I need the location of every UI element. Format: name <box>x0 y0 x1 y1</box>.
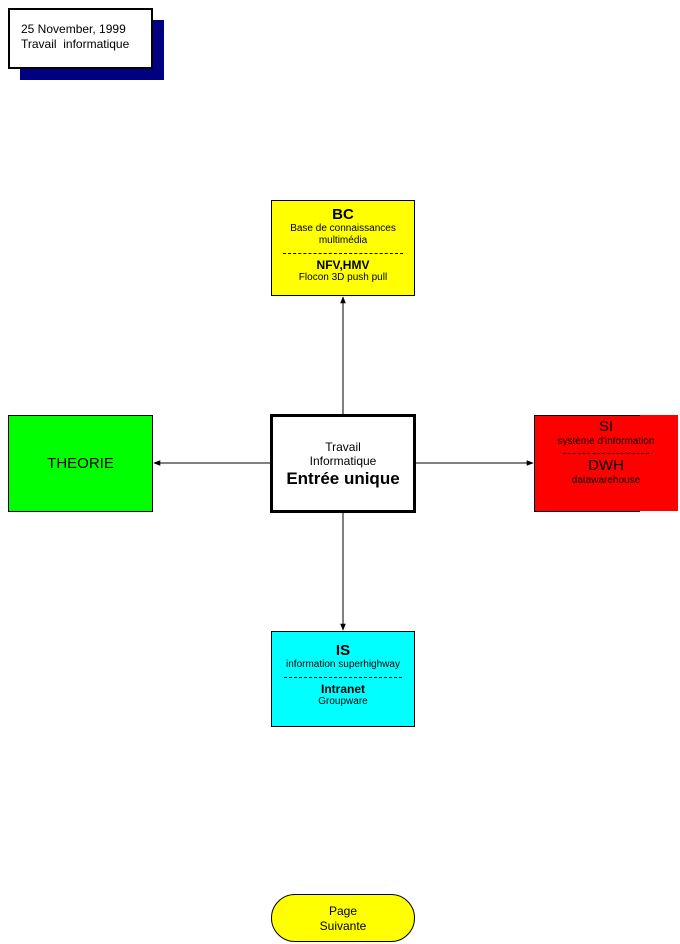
node-is-desc2: Groupware <box>318 696 368 707</box>
node-si-desc: système d'information <box>557 436 655 447</box>
node-center-title: Entrée unique <box>286 468 400 488</box>
node-bc-separator <box>283 253 403 254</box>
node-is-title: IS <box>335 642 351 659</box>
node-center-line1: Travail <box>325 439 361 454</box>
next-page-button[interactable]: Page Suivante <box>271 894 415 942</box>
node-theorie: THEORIE <box>8 415 153 512</box>
node-bc: BC Base de connaissances multimédia NFV,… <box>271 200 415 296</box>
header-date: 25 November, 1999 <box>21 22 126 36</box>
next-page-line2: Suivante <box>319 919 367 933</box>
node-si-title: SI <box>598 418 614 435</box>
node-si-separator <box>563 453 649 454</box>
next-page-line1: Page <box>328 904 358 918</box>
node-bc-desc2: Flocon 3D push pull <box>298 272 388 283</box>
node-bc-desc: Base de connaissances multimédia <box>290 223 396 246</box>
node-bc-title: BC <box>332 206 354 223</box>
node-is-separator <box>284 677 402 678</box>
node-si-box <box>534 415 640 512</box>
node-theorie-title: THEORIE <box>47 455 114 472</box>
node-is-desc: information superhighway <box>286 659 400 670</box>
node-center-line2: Informatique <box>309 453 377 468</box>
node-is: IS information superhighway Intranet Gro… <box>271 631 415 727</box>
node-si-desc2: datawarehouse <box>571 475 641 486</box>
header-subtitle: Travail informatique <box>21 37 130 51</box>
node-si-title2: DWH <box>588 457 624 474</box>
node-si: SI système d'information DWH datawarehou… <box>534 418 678 510</box>
node-entree-unique: Travail Informatique Entrée unique <box>270 414 416 513</box>
header-card: 25 November, 1999 Travail informatique <box>8 8 153 69</box>
node-is-title2: Intranet <box>320 682 365 696</box>
node-bc-title2: NFV,HMV <box>316 258 370 272</box>
